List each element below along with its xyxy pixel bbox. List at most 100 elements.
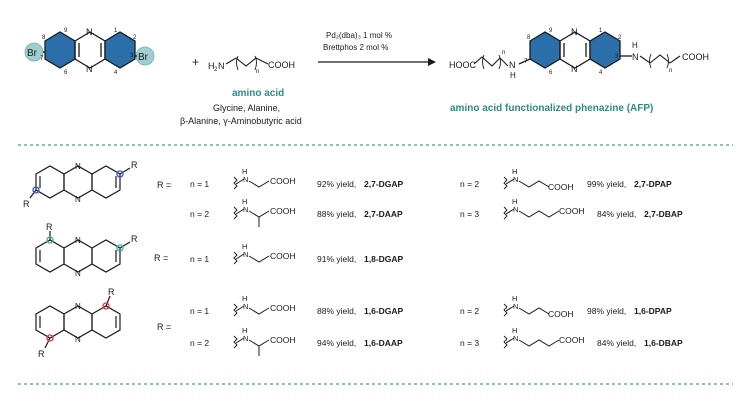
product-n-subscript-right: n bbox=[669, 68, 672, 74]
r-label-5: R bbox=[108, 287, 115, 297]
ring-n-3b: N bbox=[75, 335, 81, 344]
entry-code: 2,7-DPAP bbox=[634, 179, 672, 189]
entry-code: 1,6-DBAP bbox=[644, 338, 683, 348]
n-bond bbox=[505, 337, 515, 344]
r-label-3: R bbox=[46, 222, 53, 232]
product-h-right: H bbox=[632, 41, 638, 50]
side-chain bbox=[248, 339, 270, 347]
n-bond bbox=[235, 208, 245, 215]
pos-1: 1 bbox=[114, 28, 118, 34]
r-label-1: R bbox=[131, 160, 138, 170]
entry-code: 1,8-DGAP bbox=[364, 254, 404, 264]
amino-acid-examples-1: Glycine, Alanine, bbox=[213, 103, 280, 113]
product-hooc: HOOC bbox=[449, 60, 477, 70]
r-label-6: R bbox=[38, 349, 45, 359]
entry-nh-n: N bbox=[243, 205, 248, 214]
entry-cooh: COOH bbox=[559, 335, 585, 345]
entry-yield: 98% yield, bbox=[587, 306, 626, 316]
product-pos-3: 3 bbox=[615, 54, 619, 60]
n-bond bbox=[235, 337, 245, 344]
entry-n-value: n = 1 bbox=[190, 254, 209, 264]
site-marker-1b bbox=[102, 302, 110, 310]
entry-yield: 88% yield, bbox=[317, 209, 356, 219]
n-bond bbox=[235, 253, 245, 260]
side-chain bbox=[518, 210, 560, 218]
entry-yield: 99% yield, bbox=[587, 179, 626, 189]
phenazine-1-8-structure bbox=[35, 231, 131, 273]
entry-yield: 84% yield, bbox=[597, 338, 636, 348]
entry-n-value: n = 2 bbox=[460, 179, 479, 189]
pos-4: 4 bbox=[114, 70, 118, 76]
catalyst-text-2: Brettphos 2 mol % bbox=[323, 43, 388, 52]
amine-h: H bbox=[208, 61, 215, 71]
entry-nh-n: N bbox=[513, 302, 518, 311]
entry-code: 2,7-DGAP bbox=[364, 179, 404, 189]
br-left-text: Br bbox=[27, 48, 38, 59]
side-chain bbox=[248, 210, 270, 218]
entry-nh-h: H bbox=[242, 294, 247, 303]
entry-yield: 84% yield, bbox=[597, 209, 636, 219]
amino-acid-examples-2: β-Alanine, γ-Aminobutyric acid bbox=[180, 116, 302, 126]
wavy-bond bbox=[233, 251, 238, 265]
entry-nh-n: N bbox=[243, 175, 248, 184]
side-chain bbox=[518, 180, 550, 188]
ring-n-bottom: N bbox=[86, 64, 93, 74]
product-n-subscript-left: n bbox=[502, 50, 505, 56]
entry-n-value: n = 1 bbox=[190, 306, 209, 316]
entry-cooh: COOH bbox=[270, 303, 296, 313]
entry-yield: 91% yield, bbox=[317, 254, 356, 264]
pos-6: 6 bbox=[64, 70, 68, 76]
entry-code: 1,6-DPAP bbox=[634, 306, 672, 316]
amine-cooh: COOH bbox=[268, 60, 295, 70]
side-chain bbox=[518, 307, 550, 315]
br-right-text: Br bbox=[138, 52, 149, 63]
phenazine-2-7-structure bbox=[29, 165, 131, 199]
entry-cooh: COOH bbox=[270, 251, 296, 261]
n-bond bbox=[235, 305, 245, 312]
wavy-bond bbox=[233, 206, 238, 220]
entry-nh-n: N bbox=[243, 334, 248, 343]
product-cooh: COOH bbox=[682, 52, 709, 62]
amine-subscript: 2 bbox=[214, 67, 218, 73]
entry-code: 1,6-DAAP bbox=[364, 338, 403, 348]
ring-n-2a: N bbox=[75, 236, 81, 245]
entry-n-value: n = 2 bbox=[460, 306, 479, 316]
product-n-left: N bbox=[509, 60, 516, 70]
reaction-arrow-head bbox=[428, 58, 436, 66]
product-phenazine-structure bbox=[518, 31, 632, 69]
site-marker-1 bbox=[46, 236, 54, 244]
entry-yield: 94% yield, bbox=[317, 338, 356, 348]
amino-acid-label: amino acid bbox=[232, 88, 284, 99]
entry-nh-n: N bbox=[513, 175, 518, 184]
product-ring-n-top: N bbox=[571, 27, 578, 37]
amine-n: N bbox=[218, 61, 225, 71]
ring-n-1a: N bbox=[75, 162, 81, 171]
phenazine-1-6-structure bbox=[35, 295, 121, 349]
product-pos-4: 4 bbox=[599, 70, 603, 76]
pos-9: 9 bbox=[64, 28, 68, 34]
plus-sign: + bbox=[192, 55, 199, 69]
site-marker-2 bbox=[116, 170, 124, 178]
wavy-bond bbox=[233, 303, 238, 317]
entry-nh-h: H bbox=[512, 197, 517, 206]
wavy-bond bbox=[233, 335, 238, 349]
amino-acid-reagent: H 2 N n COOH bbox=[208, 55, 295, 75]
r-equals-1: R = bbox=[157, 180, 171, 190]
amine-n-subscript: n bbox=[256, 69, 259, 75]
entry-n-value: n = 2 bbox=[190, 338, 209, 348]
entry-cooh: COOH bbox=[270, 335, 296, 345]
entry-code: 1,6-DGAP bbox=[364, 306, 404, 316]
entry-nh-n: N bbox=[513, 334, 518, 343]
wavy-bond bbox=[503, 206, 508, 220]
ring-n-2b: N bbox=[75, 269, 81, 278]
product-pos-6: 6 bbox=[549, 70, 553, 76]
pos-3: 3 bbox=[130, 53, 134, 59]
